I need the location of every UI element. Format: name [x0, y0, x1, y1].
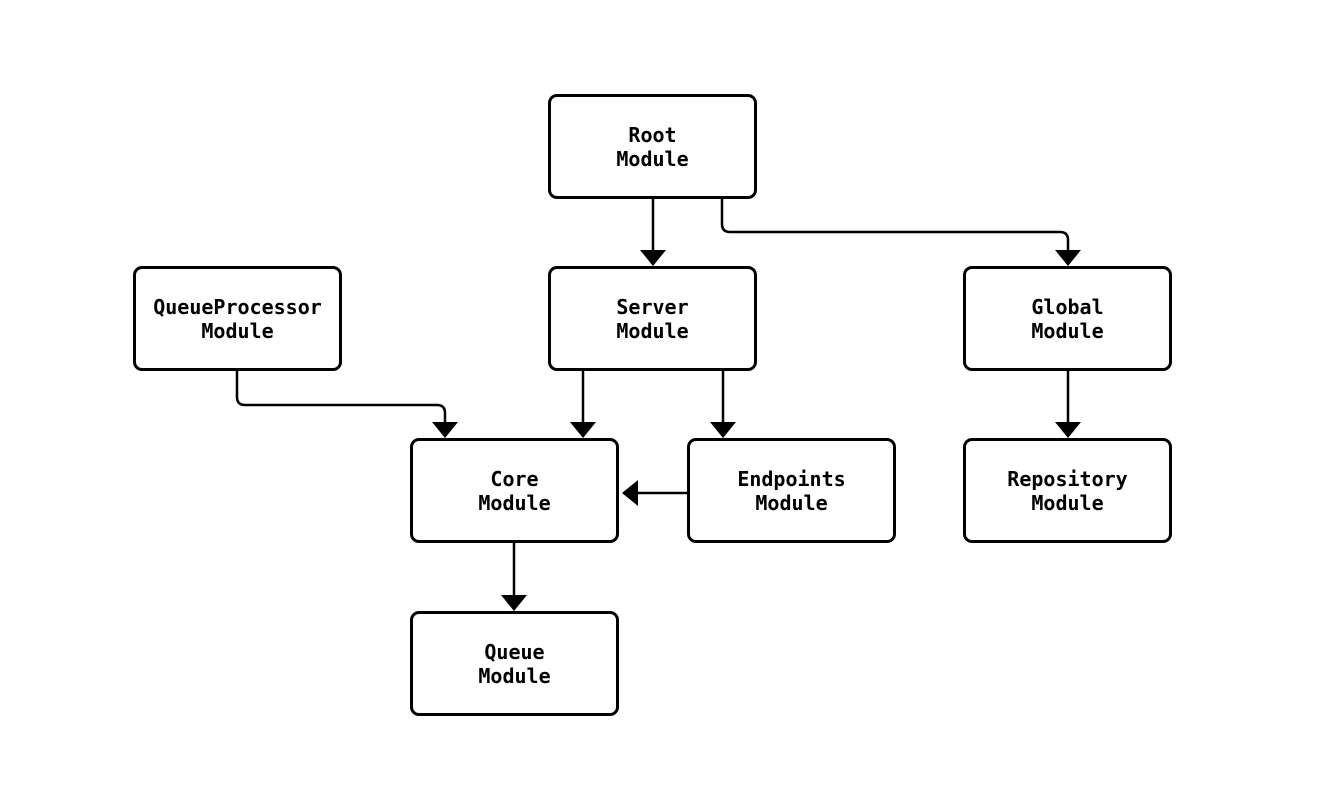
node-queue-module: Queue Module	[410, 611, 619, 716]
node-server-module: Server Module	[548, 266, 757, 371]
edge-root-to-global	[720, 197, 1081, 266]
node-queue-module-label: Queue Module	[478, 639, 551, 688]
node-global-module-label: Global Module	[1031, 294, 1104, 343]
node-endpoints-module: Endpoints Module	[687, 438, 896, 543]
edge-queueprocessor-to-core	[235, 371, 458, 438]
node-repository-module: Repository Module	[963, 438, 1172, 543]
node-core-module-label: Core Module	[478, 466, 551, 515]
node-root-module-label: Root Module	[616, 122, 689, 171]
node-queueprocessor-module: QueueProcessor Module	[133, 266, 342, 371]
node-endpoints-module-label: Endpoints Module	[737, 466, 846, 515]
node-repository-module-label: Repository Module	[1007, 466, 1128, 515]
node-server-module-label: Server Module	[616, 294, 689, 343]
node-core-module: Core Module	[410, 438, 619, 543]
node-root-module: Root Module	[548, 94, 757, 199]
node-global-module: Global Module	[963, 266, 1172, 371]
node-queueprocessor-module-label: QueueProcessor Module	[153, 294, 322, 343]
